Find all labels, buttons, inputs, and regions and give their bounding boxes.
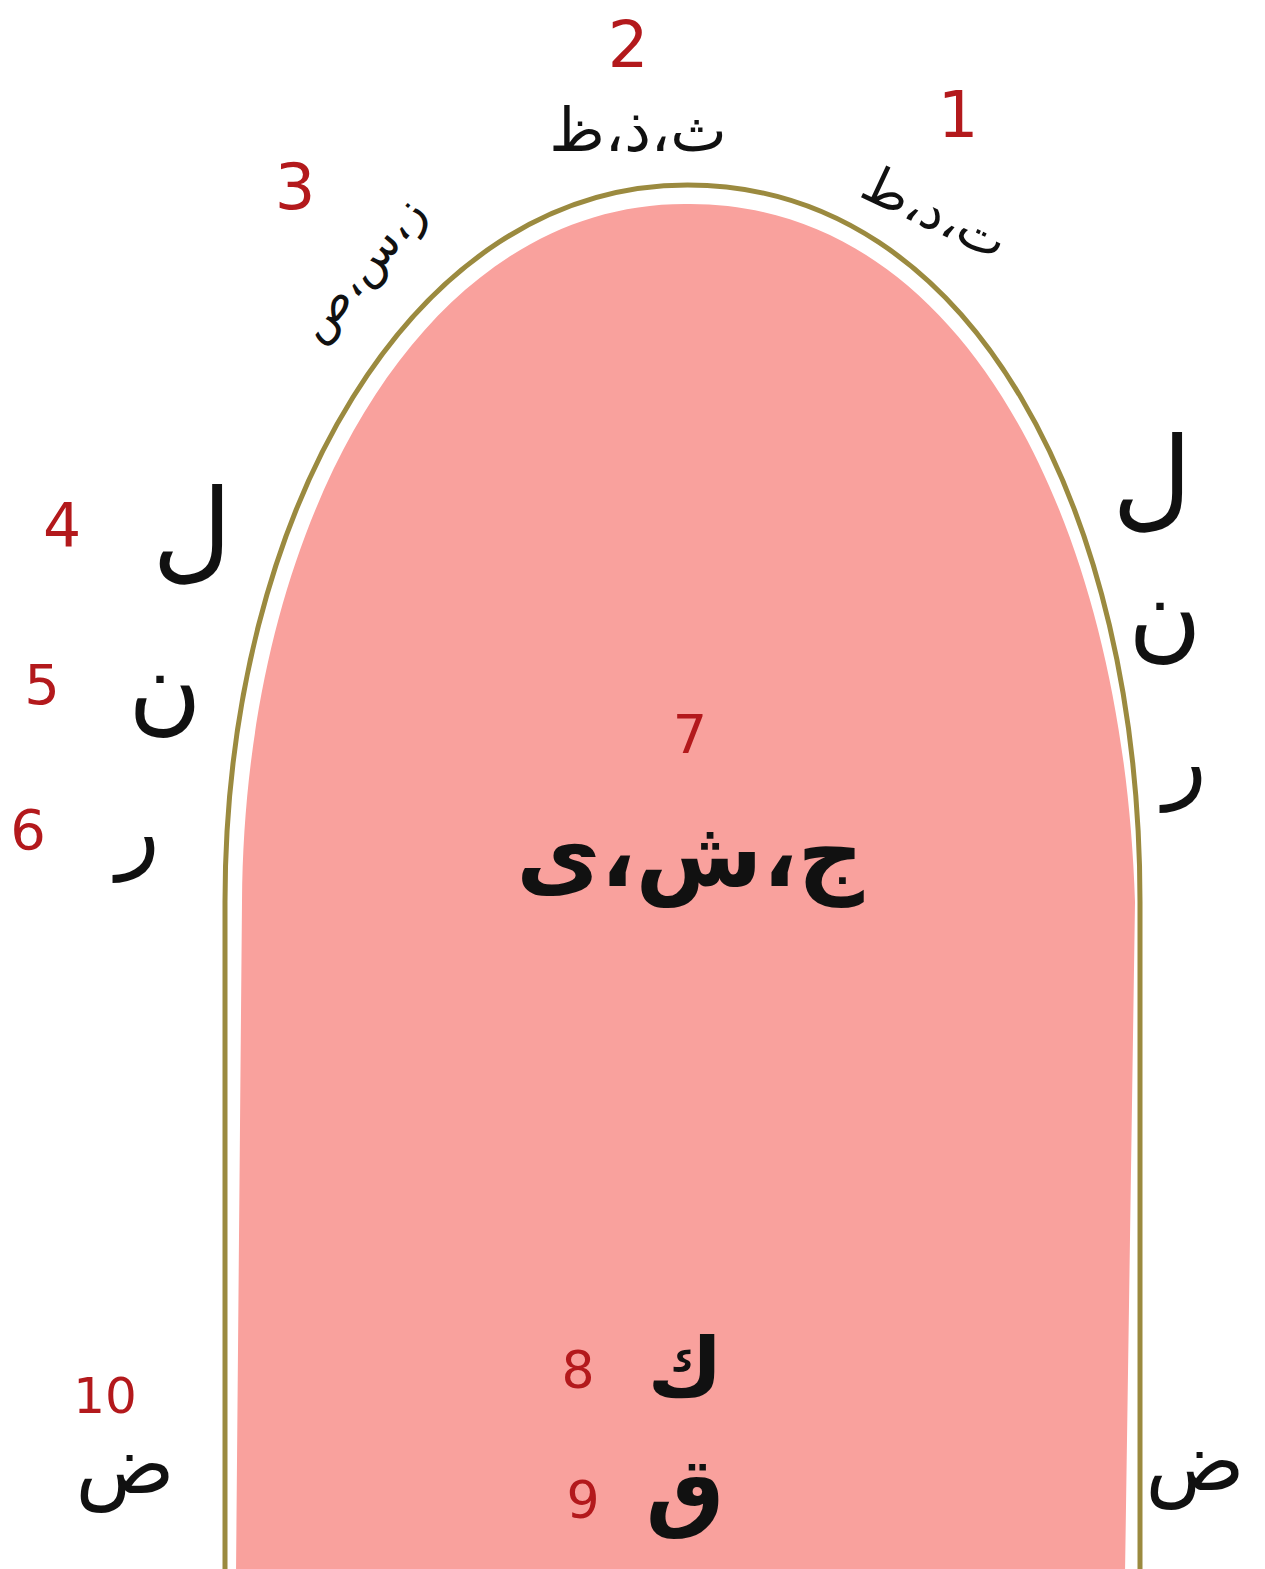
articulation-letters: ل [152, 475, 232, 585]
articulation-letters: ن [1128, 565, 1201, 665]
point-number: 1 [938, 83, 979, 147]
articulation-letters: ض [1145, 1421, 1244, 1503]
point-number: 2 [608, 13, 649, 77]
articulation-letters: ل [1112, 423, 1192, 533]
articulation-letters: ر [1163, 715, 1206, 805]
point-number: 7 [673, 708, 707, 762]
tongue: 7 ج،ش،ی 8 ك 9ق [222, 182, 1143, 1569]
point-number: 5 [24, 657, 60, 713]
point-number: 8 [561, 1344, 594, 1396]
articulation-letters: ض [75, 1424, 174, 1506]
tongue-fill [236, 204, 1135, 1569]
point-number: 9 [566, 1474, 599, 1526]
articulation-letters: ر [116, 785, 159, 875]
articulation-letters: ك [647, 1327, 722, 1409]
articulation-letters: ن [128, 638, 201, 738]
articulation-letters: ج،ش،ی [516, 809, 863, 901]
articulation-letters: ق [646, 1446, 725, 1534]
point-number: 3 [275, 155, 316, 219]
articulation-letters: ث،ذ،ظ [549, 100, 726, 160]
point-number: 4 [43, 495, 81, 555]
point-number: 6 [10, 802, 46, 858]
tongue-outline [225, 185, 1140, 1569]
point-number: 10 [73, 1371, 137, 1421]
